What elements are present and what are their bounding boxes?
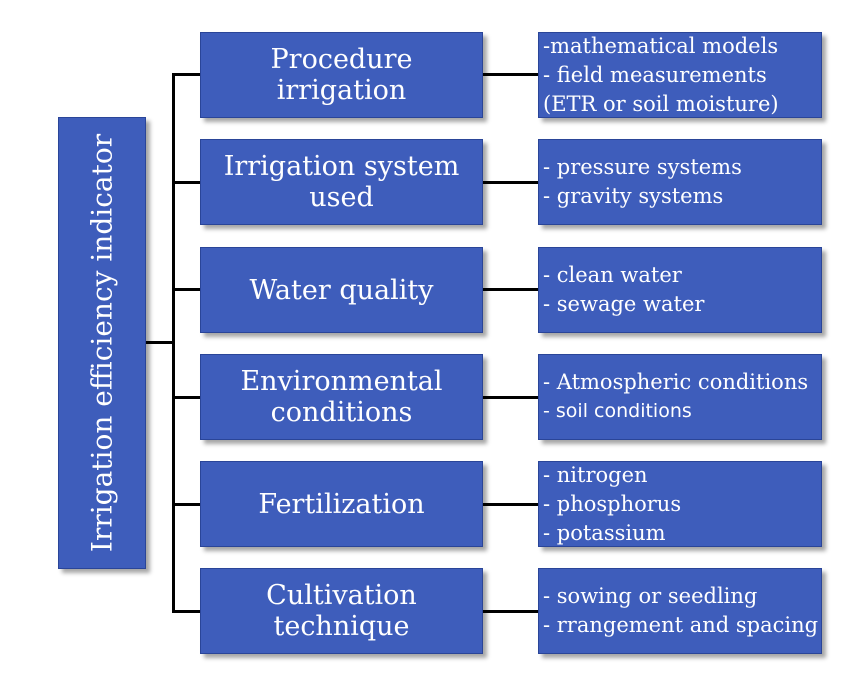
detail-item: - soil conditions (543, 400, 692, 422)
root-connector (146, 341, 174, 344)
category-label: Environmental conditions (240, 366, 443, 428)
detail-item: - field measurements (543, 62, 767, 87)
details-water-quality: - clean water - sewage water (538, 247, 822, 333)
detail-item: (ETR or soil moisture) (543, 91, 779, 116)
detail-connector-4 (483, 396, 539, 399)
category-environmental-conditions: Environmental conditions (200, 354, 483, 440)
category-label: Cultivation technique (266, 580, 417, 642)
detail-connector-1 (483, 73, 539, 76)
detail-connector-2 (483, 181, 539, 184)
branch-line-4 (172, 396, 201, 399)
category-label: Procedure irrigation (270, 44, 413, 106)
detail-item: - gravity systems (543, 184, 724, 208)
root-node: Irrigation efficiency indicator (58, 117, 146, 569)
details-cultivation-technique: - sowing or seedling - rrangement and sp… (538, 568, 822, 654)
detail-item: - sowing or seedling (543, 584, 758, 608)
detail-item: - potassium (543, 520, 666, 545)
category-water-quality: Water quality (200, 247, 483, 333)
detail-item: -mathematical models (543, 33, 779, 58)
branch-line-5 (172, 503, 201, 506)
detail-item: - pressure systems (543, 155, 742, 179)
branch-line-2 (172, 181, 201, 184)
details-irrigation-system: - pressure systems - gravity systems (538, 139, 822, 225)
detail-connector-6 (483, 610, 539, 613)
category-fertilization: Fertilization (200, 461, 483, 547)
category-label: Fertilization (258, 488, 425, 520)
detail-item: - sewage water (543, 292, 705, 316)
category-label: Irrigation system used (223, 151, 460, 213)
detail-connector-5 (483, 503, 539, 506)
detail-item: - Atmospheric conditions (543, 370, 809, 394)
category-cultivation-technique: Cultivation technique (200, 568, 483, 654)
details-procedure-irrigation: -mathematical models - field measurement… (538, 32, 822, 118)
detail-item: - clean water (543, 263, 682, 287)
root-label: Irrigation efficiency indicator (85, 133, 119, 553)
branch-line-3 (172, 288, 201, 291)
category-procedure-irrigation: Procedure irrigation (200, 32, 483, 118)
branch-line-1 (172, 73, 201, 76)
detail-item: - nitrogen (543, 462, 648, 487)
detail-connector-3 (483, 288, 539, 291)
detail-item: - rrangement and spacing (543, 613, 819, 637)
details-fertilization: - nitrogen - phosphorus - potassium (538, 461, 822, 547)
details-environmental-conditions: - Atmospheric conditions - soil conditio… (538, 354, 822, 440)
category-label: Water quality (249, 274, 434, 306)
trunk-line (172, 74, 175, 611)
branch-line-6 (172, 610, 201, 613)
category-irrigation-system: Irrigation system used (200, 139, 483, 225)
detail-item: - phosphorus (543, 491, 682, 516)
